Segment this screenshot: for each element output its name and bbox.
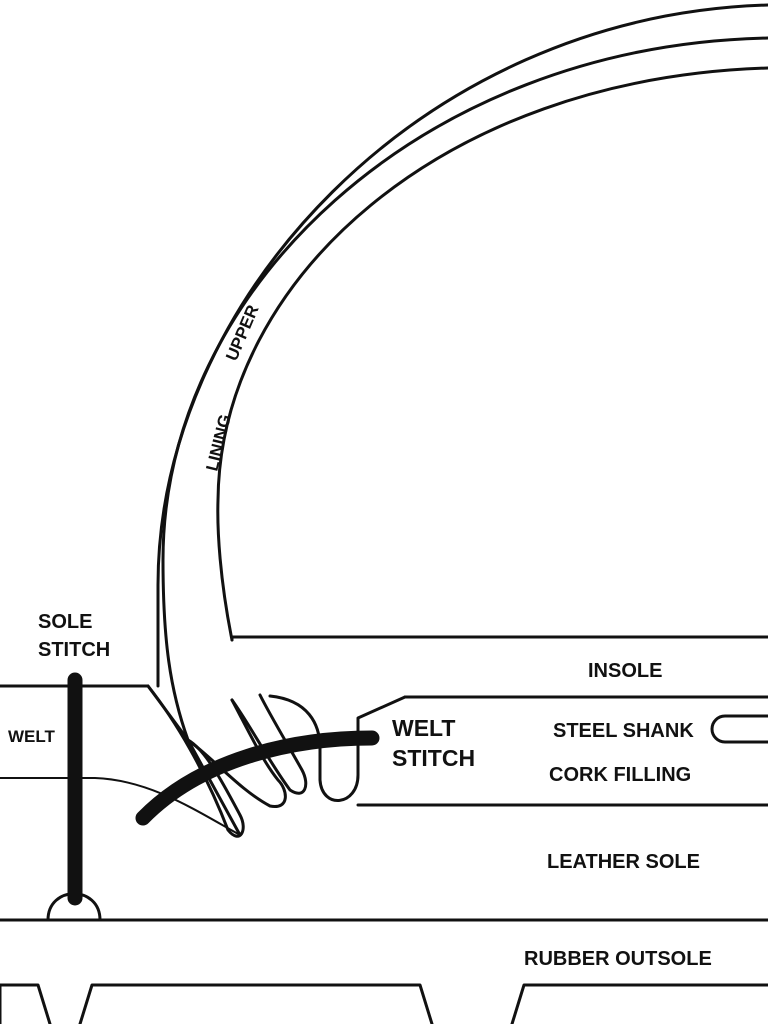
lining-inner-edge [216, 66, 768, 642]
label-lining: LINING [202, 412, 234, 472]
label-rubber-outsole: RUBBER OUTSOLE [524, 948, 712, 970]
label-welt-stitch-line1: WELT [392, 715, 455, 741]
welt-strip [0, 684, 242, 837]
lining-lasted-tail-2 [230, 693, 308, 795]
upper-inner-edge [161, 36, 768, 742]
insole-rib [268, 694, 407, 802]
label-upper: UPPER [222, 302, 262, 363]
label-welt-stitch-line2: STITCH [392, 745, 475, 771]
rubber-outsole-tread [0, 983, 768, 1024]
label-cork-filling: CORK FILLING [549, 764, 691, 786]
steel-shank-bar [710, 714, 768, 744]
label-welt: WELT [8, 727, 56, 746]
label-sole-stitch-line2: STITCH [38, 639, 110, 661]
label-sole-stitch-line1: SOLE [38, 611, 92, 633]
upper-outer-edge [156, 3, 768, 688]
welt-lower-edge [0, 777, 241, 836]
welt-stitch-thread [135, 730, 380, 826]
label-leather-sole: LEATHER SOLE [547, 851, 700, 873]
label-insole: INSOLE [588, 660, 662, 682]
insole-outline [230, 635, 768, 642]
label-steel-shank: STEEL SHANK [553, 720, 694, 742]
